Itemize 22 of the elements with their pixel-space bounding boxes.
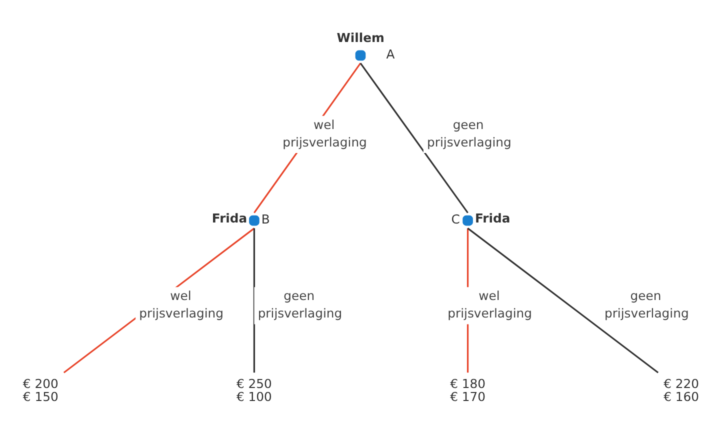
node-circle [249,214,260,226]
node-text: € 180 € 170 [450,376,486,404]
edge-label: wel prijsverlaging [139,288,224,320]
connector [253,228,256,372]
edge-label: geen prijsverlaging [258,288,342,320]
node-label: C [451,212,460,226]
node-circle [462,214,473,226]
edge-label: geen prijsverlaging [604,288,689,320]
node-text: € 200 € 150 [22,376,58,404]
node-label: Frida [475,211,510,226]
connector [63,227,255,373]
node-label: B [261,212,270,226]
edge-label: wel prijsverlaging [282,117,367,149]
node-circle [355,50,366,60]
node-label: Frida [212,211,248,226]
node-text: € 220 € 160 [664,376,700,404]
node-label: Willem [336,30,384,45]
edge-label: wel prijsverlaging [448,288,532,320]
node-text: € 250 € 100 [236,376,272,404]
edge-label: geen prijsverlaging [427,117,512,149]
connector [360,62,468,213]
node-label: A [386,47,395,62]
